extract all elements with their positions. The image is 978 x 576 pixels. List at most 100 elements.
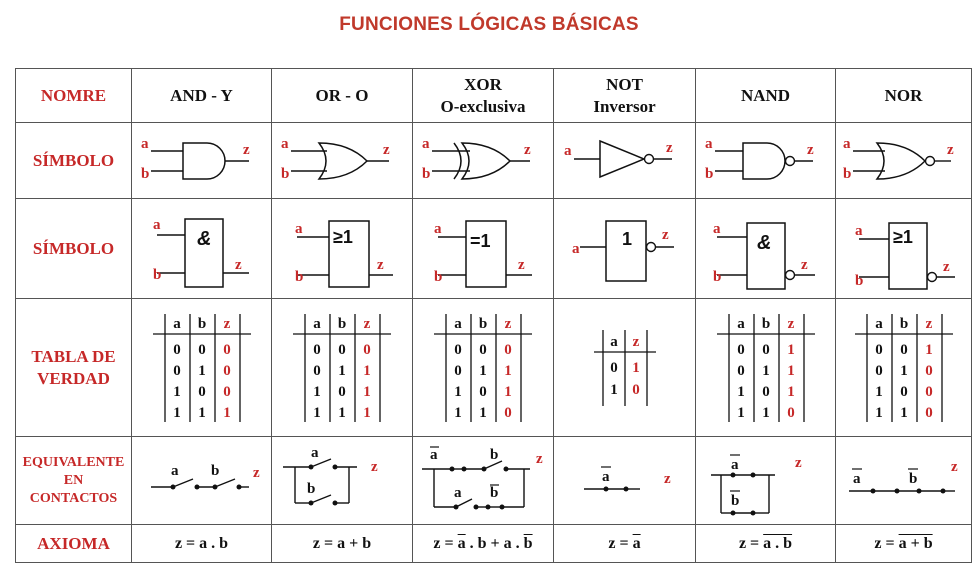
truth-cell-z: 1 [504,384,512,400]
truth-cell-z: 0 [363,342,371,358]
col-header-or: OR - O [271,68,413,123]
truth-cell-a: 0 [454,342,462,358]
truth-header-a: a [313,316,321,332]
iec-nor-input-a: a [855,223,863,239]
truth-cell-b: 0 [900,342,908,358]
nand-input-a: a [705,136,713,152]
truth-header-b: b [338,316,346,332]
xor-input-a: a [422,136,430,152]
truth-cell-a: 1 [454,384,462,400]
ansi-not-cell: a z [553,122,696,199]
row-header-name-label: NOMRE [40,85,107,105]
truth-header-a: a [610,334,618,350]
gate-name-nand: NAND [740,85,791,105]
truth-cell-a: 0 [454,363,462,379]
truth-cell-z: 1 [504,363,512,379]
nor-input-a: a [843,136,851,152]
truth-cell-b: 0 [338,384,346,400]
truth-header-z: z [632,334,639,350]
contacts-nand-cell: a b z [695,436,836,525]
nand-gate-icon: a b z [705,136,814,182]
axiom-xor-prefix: z = [433,534,458,552]
truth-cell-z: 0 [223,342,231,358]
iec-or-input-b: b [295,269,303,285]
col-header-nor: NOR [835,68,972,123]
iec-nand-icon: & a b z [713,221,815,290]
and-input-b: b [141,166,149,182]
truth-cell-a: 1 [173,384,181,400]
truth-cell-z: 1 [363,405,371,421]
axiom-not-a-neg: a [632,534,641,552]
truth-cell-z: 1 [223,405,231,421]
contact-z-label: z [536,451,543,467]
truth-cell-b: 1 [479,363,487,379]
iec-nor-output-z: z [943,259,950,275]
truth-cell-a: 0 [610,360,618,376]
not-input-a: a [564,143,572,159]
row-header-axiom: AXIOMA [15,524,132,563]
iec-and-symbol: & [197,228,211,250]
truth-cell-a: 0 [173,363,181,379]
truth-cell-z: 1 [925,342,933,358]
iec-xor-input-b: b [434,269,442,285]
iec-nor-input-b: b [855,273,863,289]
truth-cell-a: 1 [454,405,462,421]
or-input-b: b [281,166,289,182]
contact-a-label: a [311,445,319,461]
ansi-nand-cell: a b z [695,122,836,199]
or-input-a: a [281,136,289,152]
truth-cell-b: 0 [198,342,206,358]
ansi-or-cell: a b z [271,122,413,199]
truth-cell-b: 0 [338,342,346,358]
iec-and-input-a: a [153,217,161,233]
truth-cell-z: 1 [787,384,795,400]
not-contacts-icon: a z [583,465,671,491]
truth-cell-a: 0 [875,363,883,379]
truth-cell-z: 1 [632,360,640,376]
truth-cell-z: 1 [787,363,795,379]
nor-gate-icon: a b z [843,136,954,182]
gate-name-not: NOT [606,74,643,94]
not-gate-icon: a z [564,139,673,178]
axiom-or: z = a + b [271,524,413,563]
gate-subname-xor: O-exclusiva [440,96,526,116]
truth-cell-a: 0 [737,363,745,379]
truth-header-a: a [454,316,462,332]
truth-cell-z: 0 [787,405,795,421]
truth-cell-a: 0 [173,342,181,358]
and-input-a: a [141,136,149,152]
and-gate-icon: a b z [141,136,250,182]
truth-header-a: a [737,316,745,332]
truth-cell-b: 0 [762,384,770,400]
axiom-nor-expr: a + b [898,534,933,552]
xor-output-z: z [524,142,531,158]
contact-b-neg-label: b [731,493,739,509]
iec-xor-output-z: z [518,257,525,273]
truth-cell-b: 0 [479,384,487,400]
truth-header-b: b [899,316,907,332]
truth-cell-b: 1 [338,405,346,421]
iec-nand-input-b: b [713,269,721,285]
truth-cell-z: 0 [504,342,512,358]
and-output-z: z [243,142,250,158]
iec-nor-cell: ≥1 a b z [835,198,972,299]
truth-cell-a: 1 [610,382,618,398]
row-header-axiom-label: AXIOMA [37,533,110,553]
contact-a-neg-label: a [731,457,739,473]
truth-cell-a: 1 [737,384,745,400]
truth-header-b: b [479,316,487,332]
axiom-not: z = a [553,524,696,563]
truth-header-z: z [223,316,230,332]
iec-xor-icon: =1 a b z [434,219,532,288]
row-header-truth-line1: TABLA DE [31,346,116,366]
iec-nand-output-z: z [801,257,808,273]
axiom-nand-prefix: z = [738,534,764,552]
